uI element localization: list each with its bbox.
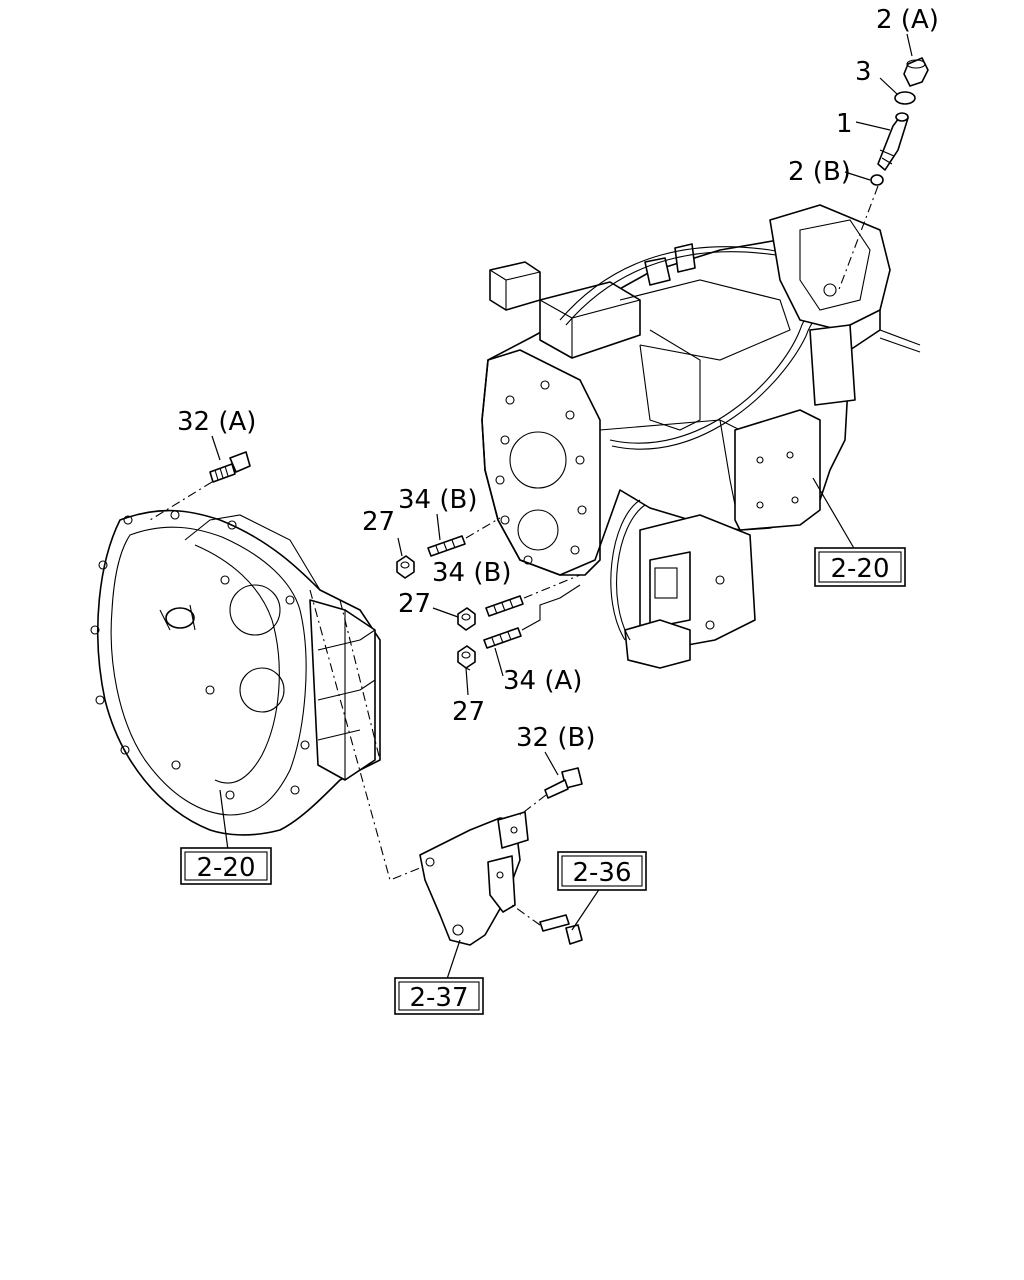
ref-label-2-37: 2-37 <box>409 983 468 1013</box>
sensor-fitting-group <box>837 57 929 293</box>
label-32a: 32 (A) <box>177 407 256 437</box>
reference-box-2-20-left[interactable]: 2-20 <box>180 847 272 885</box>
label-2a: 2 (A) <box>876 5 939 35</box>
clutch-housing <box>90 509 381 836</box>
label-1: 1 <box>836 109 853 139</box>
ref-label-2-36: 2-36 <box>572 858 631 888</box>
reference-box-2-37[interactable]: 2-37 <box>394 977 484 1015</box>
label-34b-lower: 34 (B) <box>432 558 511 588</box>
mounting-bracket <box>309 589 583 946</box>
callout-labels: 2 (A) 3 1 2 (B) 32 (A) 34 (B) 27 34 (B) … <box>177 5 939 753</box>
label-32b: 32 (B) <box>516 723 595 753</box>
leader-lines <box>211 33 913 986</box>
label-3: 3 <box>855 57 872 87</box>
reference-box-2-20-right[interactable]: 2-20 <box>814 547 906 587</box>
label-34b-upper: 34 (B) <box>398 485 477 515</box>
ref-label-2-20-right: 2-20 <box>830 554 889 584</box>
bolt-32a <box>149 451 251 521</box>
reference-box-2-36[interactable]: 2-36 <box>557 851 647 891</box>
label-2b: 2 (B) <box>788 157 851 187</box>
ref-label-2-20-left: 2-20 <box>196 853 255 883</box>
label-27-lower: 27 <box>452 697 485 727</box>
transmission-assembly <box>481 204 921 669</box>
studs-and-nuts <box>396 517 581 669</box>
label-27-upper: 27 <box>362 507 395 537</box>
label-27-middle: 27 <box>398 589 431 619</box>
label-34a: 34 (A) <box>503 666 582 696</box>
